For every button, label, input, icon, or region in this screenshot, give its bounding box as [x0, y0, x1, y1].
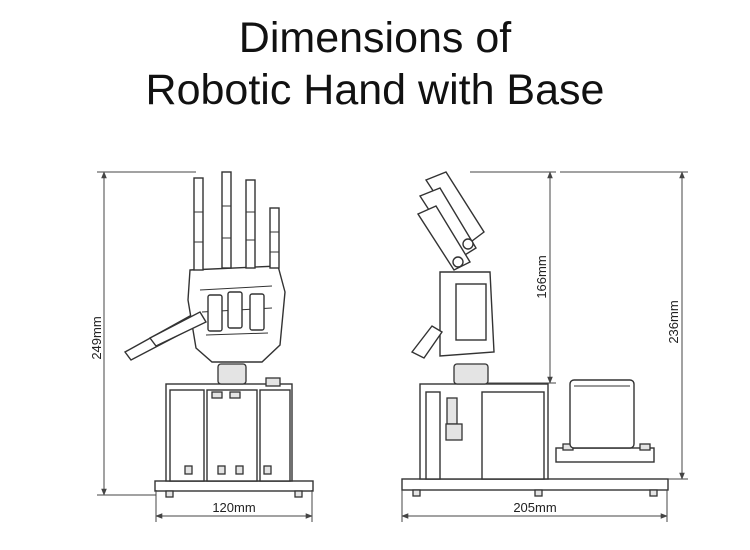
- front-foot-left: [165, 490, 174, 498]
- front-foot-right: [294, 490, 303, 498]
- front-fingers: [193, 171, 280, 271]
- title-line-2: Robotic Hand with Base: [145, 66, 605, 114]
- side-hand-height-label: 166mm: [534, 255, 549, 298]
- front-servo-stand: [165, 377, 293, 482]
- side-total-height-label: 236mm: [666, 300, 681, 343]
- front-wrist-joint: [217, 363, 247, 385]
- finger-pinky: [193, 177, 204, 271]
- side-view: 166mm 236mm 205mm: [401, 171, 688, 522]
- side-fingers: [416, 171, 485, 271]
- side-battery-box: [569, 379, 635, 449]
- side-width-label: 205mm: [513, 500, 556, 515]
- side-base-plate: [401, 478, 669, 491]
- front-height-label: 249mm: [89, 316, 104, 359]
- finger-index: [269, 207, 280, 269]
- side-servo-stand: [419, 383, 549, 480]
- title-line-1: Dimensions of: [238, 14, 512, 62]
- front-width-label: 120mm: [212, 500, 255, 515]
- front-base-plate: [154, 480, 314, 492]
- page-title: Dimensions of Robotic Hand with Base: [0, 12, 750, 116]
- finger-ring: [221, 171, 232, 269]
- side-wrist-joint: [453, 363, 489, 385]
- finger-middle: [245, 179, 256, 269]
- front-view: 249mm 120mm: [89, 171, 314, 522]
